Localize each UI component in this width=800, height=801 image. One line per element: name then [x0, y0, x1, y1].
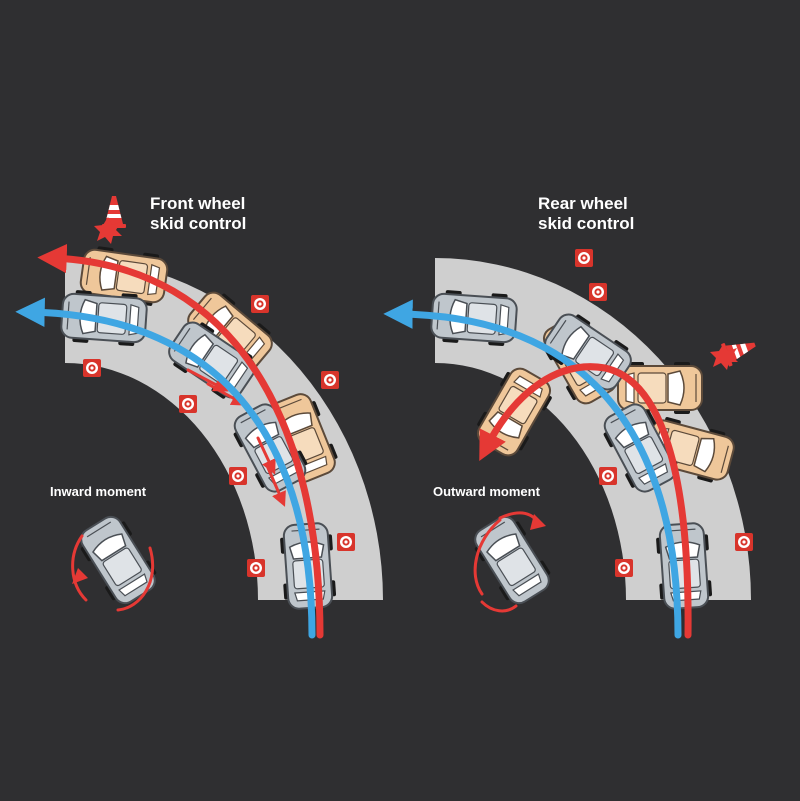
- outward-moment-graphic: [466, 509, 558, 613]
- rotation-arrow-icon: [473, 518, 518, 613]
- steering-arrows: [186, 368, 286, 507]
- left-title-line1: Front wheel: [150, 194, 246, 213]
- right-title-line2: skid control: [538, 214, 635, 233]
- left-blue-path: [15, 297, 316, 639]
- inward-moment-graphic: [71, 509, 164, 612]
- right-title-line1: Rear wheel: [538, 194, 628, 213]
- inward-moment-label: Inward moment: [50, 484, 147, 499]
- right-road-curve: [435, 258, 751, 600]
- right-panel: [383, 249, 760, 639]
- left-red-path: [37, 243, 324, 639]
- rotation-arrow-icon: [71, 534, 155, 612]
- left-title-line2: skid control: [150, 214, 247, 233]
- left-road-curve: [65, 258, 383, 600]
- outward-moment-label: Outward moment: [433, 484, 540, 499]
- left-panel: [15, 196, 383, 639]
- right-blue-path: [383, 299, 682, 639]
- right-red-path: [479, 363, 692, 639]
